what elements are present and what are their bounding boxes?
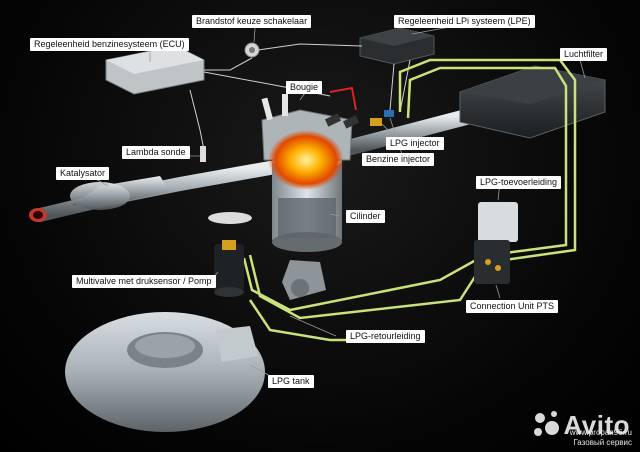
lambda-sensor: [200, 146, 206, 162]
multivalve-pump: [208, 212, 252, 297]
fuel-switch: [244, 42, 260, 58]
avito-logo: [534, 411, 559, 436]
watermark-site: www.propan96.ru: [569, 428, 632, 437]
label-lpe: Regeleenheid LPi systeem (LPE): [394, 15, 535, 28]
air-filter: [459, 65, 606, 139]
label-katalysator: Katalysator: [56, 167, 110, 180]
label-lambda-sonde: Lambda sonde: [122, 146, 190, 159]
label-ecu: Regeleenheid benzinesysteem (ECU): [30, 38, 189, 51]
injectors: [370, 110, 394, 126]
connection-unit-box: [474, 202, 518, 284]
crankshaft: [282, 260, 326, 300]
label-bougie: Bougie: [286, 81, 323, 94]
catalytic-converter: [70, 176, 170, 210]
ecu-box: [105, 45, 205, 95]
label-lpg-return-line: LPG-retourleiding: [346, 330, 425, 343]
label-connection-unit: Connection Unit PTS: [466, 300, 559, 313]
label-air-filter: Luchtfilter: [560, 48, 608, 61]
label-multivalve: Multivalve met druksensor / Pomp: [72, 275, 216, 288]
label-lpg-injector: LPG injector: [386, 137, 444, 150]
combustion-flame: [268, 130, 344, 190]
label-lpg-supply-line: LPG-toevoerleiding: [476, 176, 562, 189]
watermark-brand: Avito: [563, 410, 630, 440]
watermark-service: Газовый сервис: [573, 438, 632, 447]
spark-plugs: [261, 86, 360, 129]
label-benzine-injector: Benzine injector: [362, 153, 435, 166]
lpg-tank: [65, 312, 265, 432]
intake-pipe: [332, 108, 478, 158]
label-lpg-tank: LPG tank: [268, 375, 314, 388]
lpe-box: [359, 27, 435, 65]
label-cilinder: Cilinder: [346, 210, 385, 223]
label-fuel-switch: Brandstof keuze schakelaar: [192, 15, 312, 28]
